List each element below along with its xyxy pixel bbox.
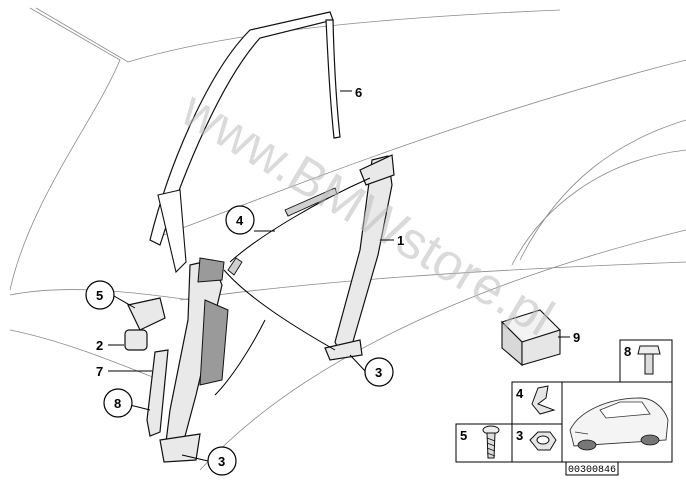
callout-3-upper: 3 xyxy=(375,365,382,380)
legend-nut-number: 3 xyxy=(516,428,523,443)
car-thumbnail xyxy=(569,397,669,451)
regulator-cables xyxy=(214,177,371,396)
callout-2: 2 xyxy=(96,338,103,353)
callout-1: 1 xyxy=(397,233,404,248)
legend-bolt-number: 8 xyxy=(624,344,631,359)
callouts: 6 1 2 7 9 4 5 8 3 3 xyxy=(85,85,580,476)
window-guide-rail xyxy=(149,11,341,274)
clip-icon xyxy=(531,385,556,415)
callout-8: 8 xyxy=(114,396,121,411)
screw-icon xyxy=(482,425,500,459)
bolt-icon xyxy=(637,345,661,375)
window-motor xyxy=(124,297,166,351)
reference-number: 00300846 xyxy=(568,465,616,476)
foam-pad xyxy=(500,309,562,367)
callout-6: 6 xyxy=(355,85,362,100)
callout-9: 9 xyxy=(573,330,580,345)
nut-icon xyxy=(529,431,557,451)
trim-strip xyxy=(146,349,169,437)
callout-7: 7 xyxy=(96,364,103,379)
callout-5: 5 xyxy=(96,288,103,303)
callout-4: 4 xyxy=(236,213,244,228)
legend-screw-number: 5 xyxy=(460,428,467,443)
legend-clip-number: 4 xyxy=(516,386,524,401)
hardware-legend: 8 4 5 3 00300 xyxy=(455,339,673,476)
window-regulator xyxy=(159,154,395,463)
callout-3-lower: 3 xyxy=(218,454,225,469)
